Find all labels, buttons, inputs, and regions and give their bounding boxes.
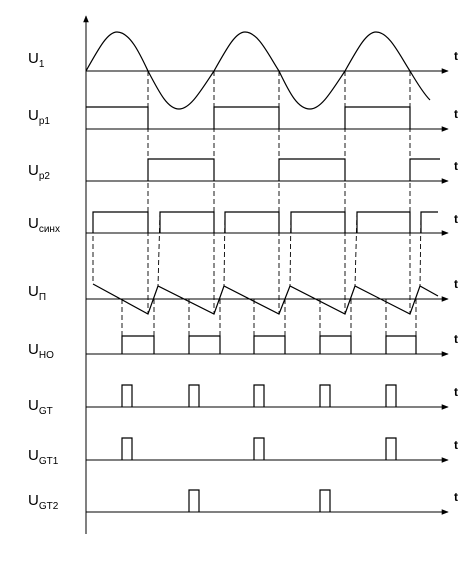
row-label-uno: UНО [28, 341, 54, 361]
row-labels: U1 Up1 Up2 Uсинх UП UНО UGT UGT1 UGT2 [28, 50, 60, 512]
row-label-ugt2: UGT2 [28, 492, 59, 512]
projection-line [419, 211, 422, 287]
time-label: t [454, 385, 458, 399]
time-label: t [454, 107, 458, 121]
time-label: t [454, 332, 458, 346]
wave-up2 [147, 158, 440, 181]
time-label: t [454, 159, 458, 173]
wave-ugt [121, 384, 397, 407]
wave-ugt1 [121, 437, 397, 460]
projection-line [354, 211, 358, 287]
row-label-usync: Uсинх [28, 215, 60, 235]
wave-uno [121, 335, 417, 354]
row-label-ugt1: UGT1 [28, 447, 59, 467]
wave-usync [92, 211, 438, 233]
projection-lines [92, 71, 422, 336]
time-label: t [454, 490, 458, 504]
time-label: t [454, 49, 458, 63]
time-axes [86, 68, 449, 515]
time-label: t [454, 277, 458, 291]
projection-line [289, 211, 292, 287]
row-label-up2: Up2 [28, 162, 50, 182]
wave-ugt2 [188, 489, 331, 512]
row-label-u1: U1 [28, 50, 45, 70]
time-label: t [454, 212, 458, 226]
projection-line [223, 211, 226, 287]
row-label-ugt: UGT [28, 397, 53, 417]
wave-up1 [86, 106, 411, 129]
wave-up-sawtooth [92, 283, 439, 315]
projection-line [157, 211, 161, 287]
sine-wave-u1 [85, 31, 431, 110]
row-label-up: UП [28, 283, 46, 303]
row-label-up1: Up1 [28, 107, 50, 127]
time-labels: t t t t t t t t t [454, 49, 458, 504]
time-label: t [454, 438, 458, 452]
